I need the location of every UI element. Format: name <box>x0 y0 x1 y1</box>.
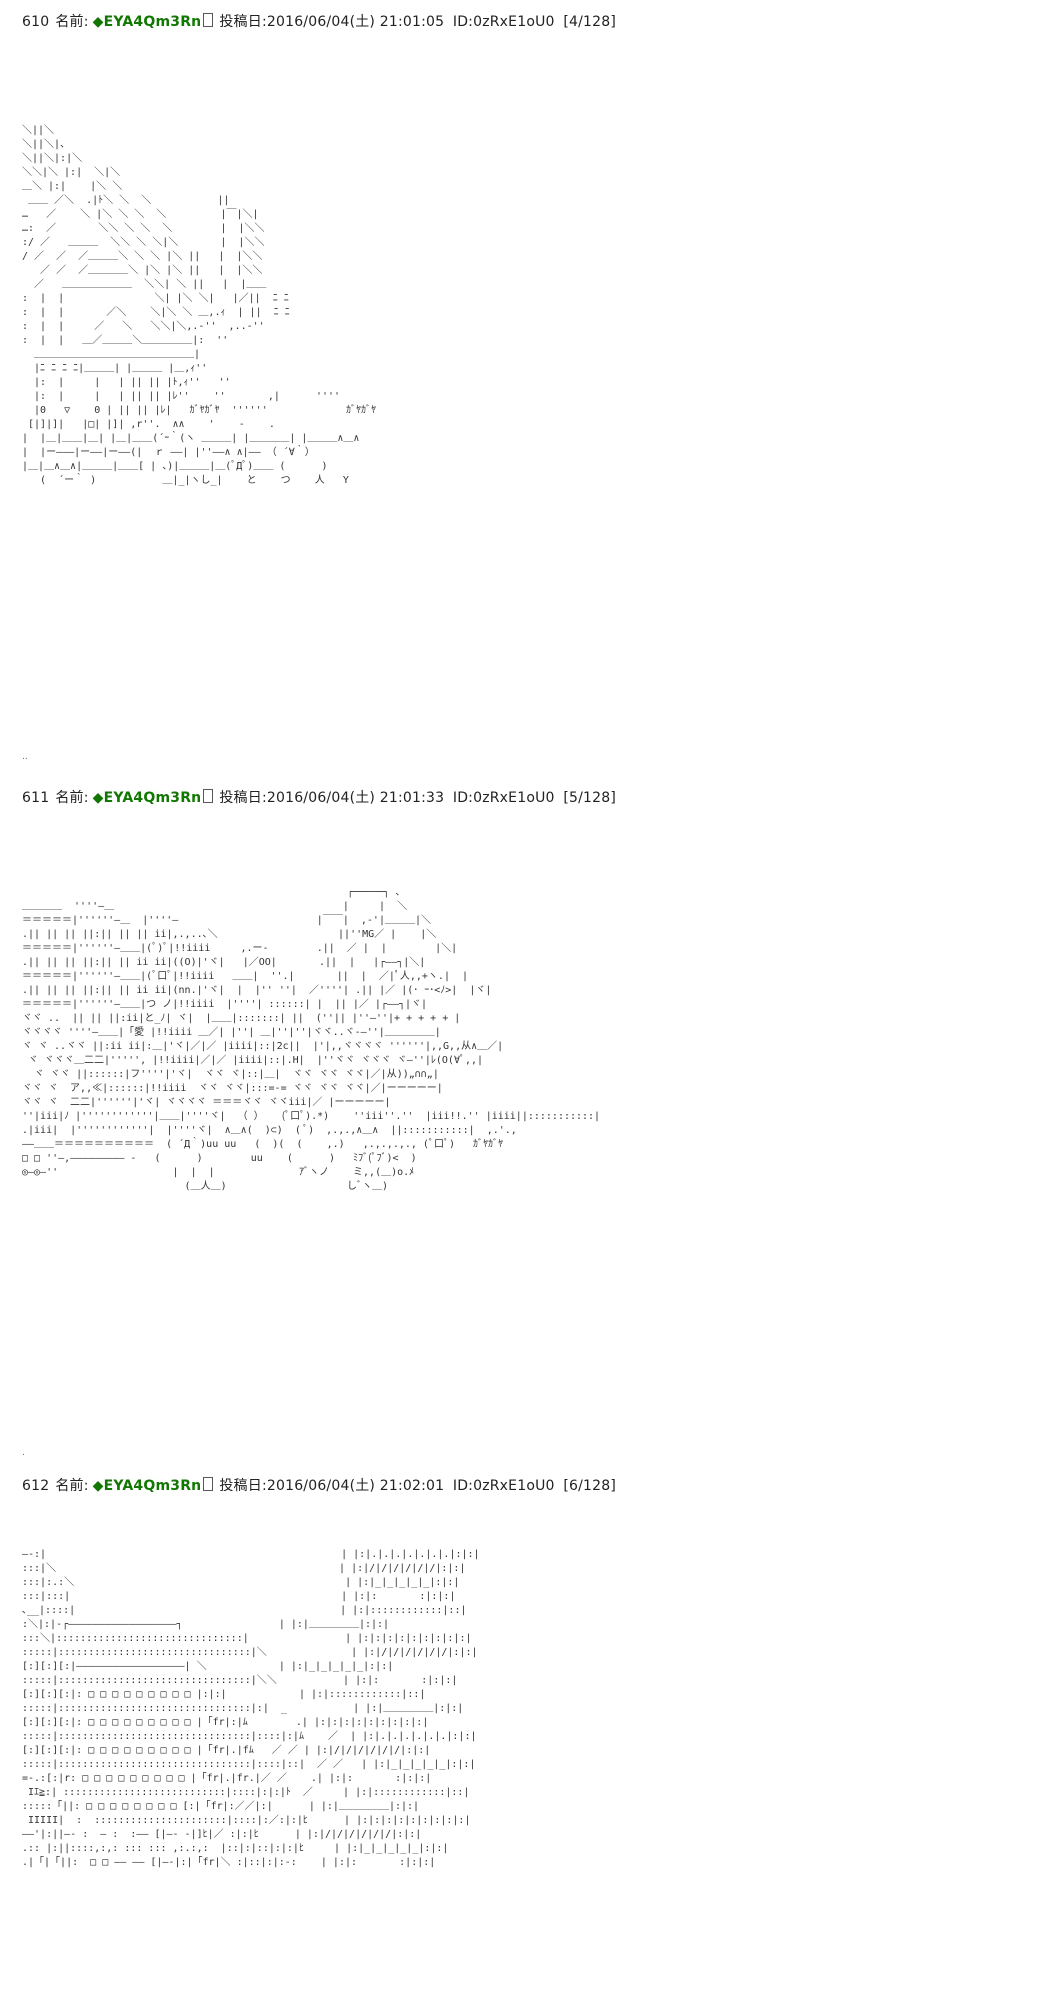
separator-mark: .. <box>22 752 28 762</box>
post-date: 2016/06/04(土) 21:01:33 <box>266 790 445 806</box>
post-number[interactable]: 611 <box>22 790 50 806</box>
ascii-art: ＼||＼ ＼||＼|、 ＼||＼|:|＼ ＼＼|＼ |:| ＼|＼ ＿＼ |:|… <box>22 125 376 486</box>
date-label: 投稿日: <box>219 14 267 30</box>
post-612: 612 名前:◆EYA4Qm3Rn 投稿日:2016/06/04(土) 21:02:… <box>22 1476 1022 1988</box>
ascii-art: ―-:| | |:|.|.|.|.|.|.|.|:|:| :::|＼ | |:|… <box>22 1549 480 1868</box>
poster-trip: ◆EYA4Qm3Rn <box>92 790 202 806</box>
name-label: 名前: <box>55 14 89 30</box>
post-count: [5/128] <box>563 790 616 806</box>
post-count: [6/128] <box>563 1478 616 1494</box>
date-label: 投稿日: <box>219 790 267 806</box>
box-icon <box>203 789 214 803</box>
post-header: 611 名前:◆EYA4Qm3Rn 投稿日:2016/06/04(土) 21:01:… <box>22 788 1022 808</box>
post-header: 612 名前:◆EYA4Qm3Rn 投稿日:2016/06/04(土) 21:02:… <box>22 1476 1022 1496</box>
separator-mark: . <box>22 1448 25 1458</box>
name-label: 名前: <box>55 1478 89 1494</box>
name-label: 名前: <box>55 790 89 806</box>
poster-trip: ◆EYA4Qm3Rn <box>92 14 202 30</box>
post-date: 2016/06/04(土) 21:01:05 <box>266 14 445 30</box>
date-label: 投稿日: <box>219 1478 267 1494</box>
poster-trip: ◆EYA4Qm3Rn <box>92 1478 202 1494</box>
poster-id: ID:0zRxE1oU0 <box>452 1478 555 1494</box>
post-count: [4/128] <box>563 14 616 30</box>
post-610: 610 名前:◆EYA4Qm3Rn 投稿日:2016/06/04(土) 21:01:… <box>22 12 1022 684</box>
post-611: 611 名前:◆EYA4Qm3Rn 投稿日:2016/06/04(土) 21:01:… <box>22 788 1022 1386</box>
post-date: 2016/06/04(土) 21:02:01 <box>266 1478 445 1494</box>
ascii-art: ┌─────┐ 、 ＿＿＿＿ ''''―＿ | | ＼ ＝＝＝＝＝|''''''… <box>22 887 601 1192</box>
poster-id: ID:0zRxE1oU0 <box>452 14 555 30</box>
post-number[interactable]: 610 <box>22 14 50 30</box>
post-number[interactable]: 612 <box>22 1478 50 1494</box>
box-icon <box>203 1477 214 1491</box>
poster-id: ID:0zRxE1oU0 <box>452 790 555 806</box>
box-icon <box>203 13 214 27</box>
post-header: 610 名前:◆EYA4Qm3Rn 投稿日:2016/06/04(土) 21:01:… <box>22 12 1022 32</box>
